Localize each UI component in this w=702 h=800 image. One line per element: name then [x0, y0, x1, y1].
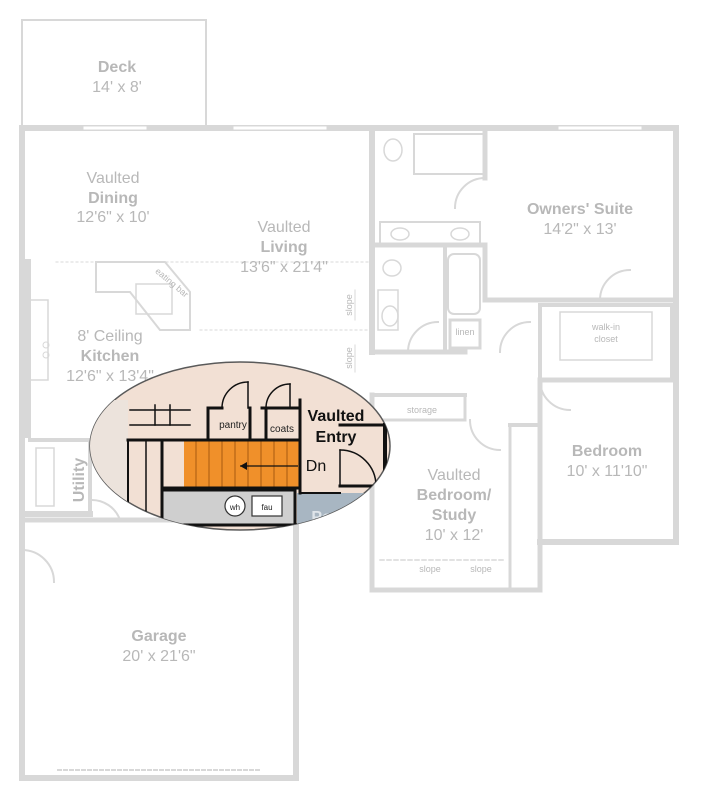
- owners-suite-label: Owners' Suite: [527, 201, 633, 218]
- deck-outline: [21, 19, 207, 129]
- slope-label-4: slope: [470, 564, 492, 574]
- kitchen-label-line1: 8' Ceiling: [77, 328, 142, 345]
- slope-label-2: slope: [344, 347, 354, 369]
- stairs-down-label: Dn: [306, 458, 326, 475]
- entry-label-line1: Vaulted: [308, 408, 365, 425]
- dining-label-line2: Dining: [88, 190, 138, 207]
- walk-in-label: walk-in: [591, 322, 620, 332]
- study-label-line3: Study: [432, 507, 477, 524]
- bedroom-size: 10' x 11'10": [567, 463, 648, 480]
- linen-label: linen: [455, 327, 474, 337]
- bedroom-label: Bedroom: [572, 443, 642, 460]
- garage-label: Garage: [131, 628, 186, 645]
- owners-suite-size: 14'2" x 13': [543, 221, 616, 238]
- plan-walls: [19, 19, 679, 781]
- entry-label-line2: Entry: [316, 429, 357, 446]
- closet-label: closet: [594, 334, 618, 344]
- dining-size: 12'6" x 10': [76, 209, 149, 226]
- deck-label: Deck: [98, 59, 136, 76]
- furnace-label: fau: [261, 503, 272, 512]
- dining-label-line1: Vaulted: [86, 170, 139, 187]
- kitchen-label-line2: Kitchen: [81, 348, 140, 365]
- storage-label: storage: [407, 405, 437, 415]
- entry-highlight: Porch pantry coats Vaulted Entry Dn wh f…: [89, 361, 391, 531]
- deck-size: 14' x 8': [92, 79, 142, 96]
- furnace: [251, 495, 283, 517]
- living-label-line1: Vaulted: [257, 219, 310, 236]
- garage-size: 20' x 21'6": [122, 648, 195, 665]
- study-size: 10' x 12': [425, 527, 484, 544]
- room-labels: Deck 14' x 8' Vaulted Dining 12'6" x 10'…: [66, 59, 647, 665]
- living-label-line2: Living: [260, 239, 307, 256]
- water-heater: [224, 495, 246, 517]
- utility-label: Utility: [71, 458, 88, 503]
- pantry-label: pantry: [219, 420, 247, 431]
- coats-label: coats: [270, 424, 294, 435]
- slope-label-3: slope: [419, 564, 441, 574]
- study-label-line2: Bedroom/: [417, 487, 492, 504]
- slope-label-1: slope: [344, 294, 354, 316]
- stairs: [184, 440, 300, 488]
- living-size: 13'6" x 21'4": [240, 259, 328, 276]
- kitchen-size: 12'6" x 13'4": [66, 368, 154, 385]
- study-label-line1: Vaulted: [427, 467, 480, 484]
- water-heater-label: wh: [229, 503, 240, 512]
